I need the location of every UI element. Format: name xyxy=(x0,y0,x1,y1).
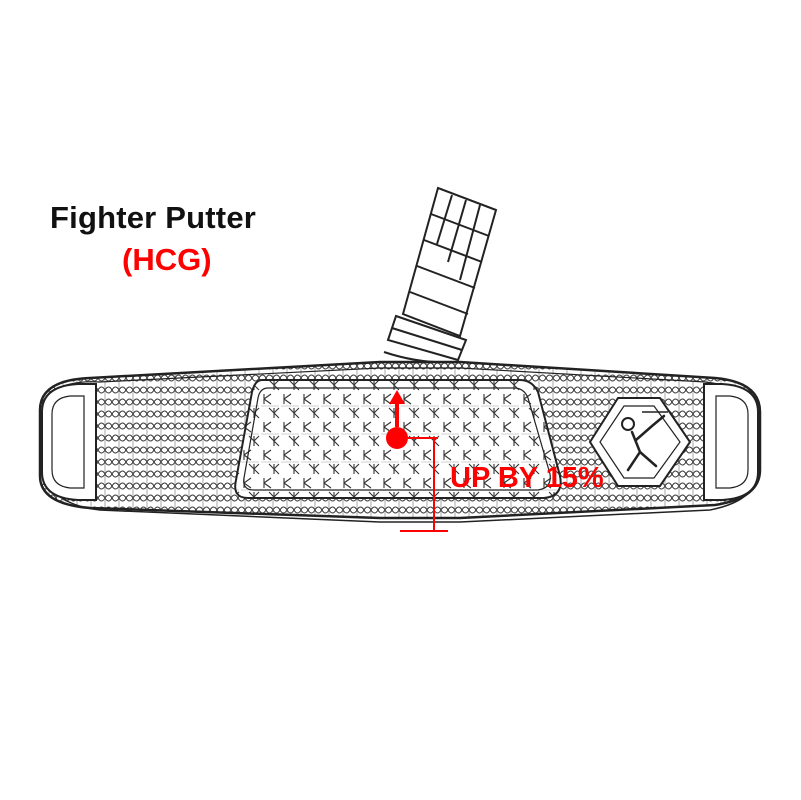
diagram-subtitle: (HCG) xyxy=(122,242,212,277)
toe-cap xyxy=(703,383,759,501)
shaft-hosel xyxy=(383,186,498,364)
diagram-title: Fighter Putter xyxy=(50,200,257,235)
fighter-logo-icon xyxy=(588,397,692,487)
center-of-gravity-marker xyxy=(386,390,438,449)
heel-cap xyxy=(41,383,97,501)
height-dimension-line xyxy=(400,438,448,532)
callout-label: UP BY 15% xyxy=(450,462,604,494)
